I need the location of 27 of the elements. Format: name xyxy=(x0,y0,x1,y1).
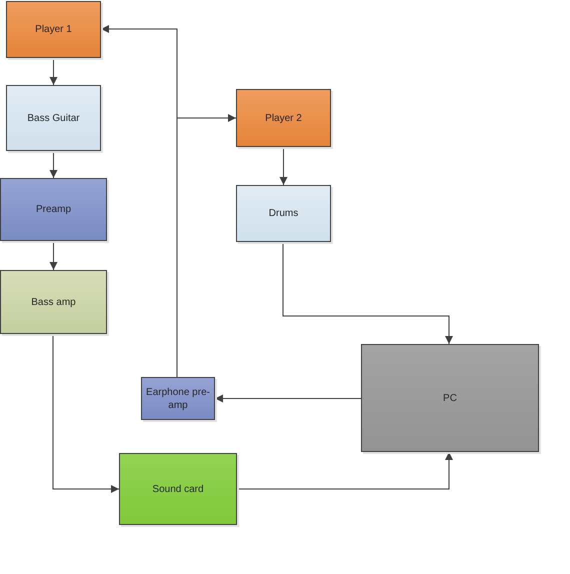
arrow xyxy=(280,146,288,186)
box-label: Sound card xyxy=(152,482,204,496)
arrow xyxy=(50,58,58,86)
box-label: PC xyxy=(443,392,457,404)
process-box xyxy=(236,89,331,147)
box-label: Bass amp xyxy=(31,296,76,308)
arrow xyxy=(236,452,453,490)
process-box xyxy=(6,1,101,58)
arrow xyxy=(214,394,362,402)
box-label: Preamp xyxy=(36,203,71,216)
arrow xyxy=(50,240,58,270)
box-label: Drums xyxy=(268,207,298,220)
process-box xyxy=(361,344,539,452)
box-label: Bass Guitar xyxy=(27,112,80,124)
arrow xyxy=(50,150,58,178)
process-box xyxy=(119,453,237,525)
arrow xyxy=(282,242,453,344)
box-label: Player 1 xyxy=(35,23,72,36)
box-label: Earphone pre-amp xyxy=(146,386,210,412)
process-box xyxy=(0,270,107,334)
process-box xyxy=(6,85,101,151)
process-box xyxy=(141,377,215,420)
box-label: Player 2 xyxy=(265,112,302,124)
arrow xyxy=(52,334,120,493)
process-box xyxy=(236,185,331,242)
arrow xyxy=(176,114,236,378)
process-box xyxy=(0,178,107,241)
